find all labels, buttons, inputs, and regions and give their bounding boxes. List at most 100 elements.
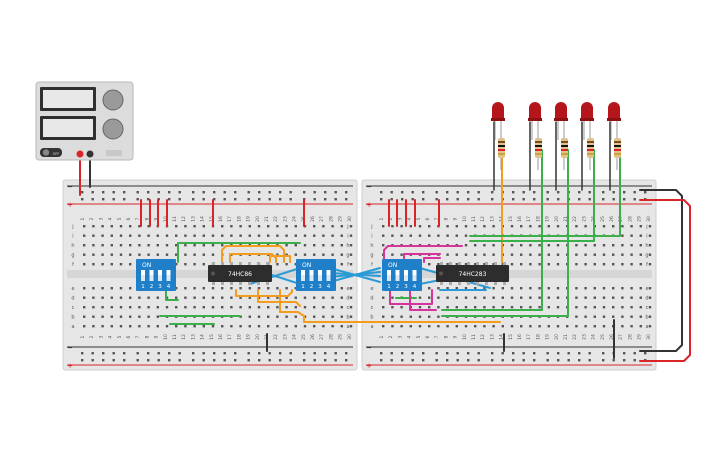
breadboard-hole[interactable]: [547, 244, 550, 247]
breadboard-hole[interactable]: [92, 325, 95, 328]
rail-hole[interactable]: [102, 191, 105, 194]
breadboard-hole[interactable]: [294, 296, 297, 299]
breadboard-hole[interactable]: [257, 287, 261, 290]
breadboard-hole[interactable]: [520, 263, 523, 266]
rail-hole[interactable]: [123, 198, 126, 201]
breadboard-hole[interactable]: [239, 306, 242, 309]
rail-hole[interactable]: [435, 191, 438, 194]
breadboard-hole[interactable]: [83, 234, 86, 237]
breadboard-hole[interactable]: [92, 244, 95, 247]
breadboard-hole[interactable]: [119, 244, 123, 247]
breadboard-hole[interactable]: [129, 325, 132, 328]
breadboard-hole[interactable]: [110, 234, 113, 237]
rail-hole[interactable]: [247, 359, 250, 362]
breadboard-hole[interactable]: [340, 263, 343, 266]
breadboard-hole[interactable]: [221, 244, 224, 247]
breadboard-hole[interactable]: [584, 287, 587, 290]
breadboard-hole[interactable]: [621, 234, 624, 237]
breadboard-hole[interactable]: [464, 306, 468, 309]
breadboard-hole[interactable]: [193, 296, 196, 299]
breadboard-hole[interactable]: [474, 253, 477, 256]
breadboard-hole[interactable]: [322, 325, 325, 328]
breadboard-hole[interactable]: [156, 306, 159, 309]
rail-hole[interactable]: [578, 191, 581, 194]
breadboard-hole[interactable]: [101, 315, 104, 318]
rail-hole[interactable]: [522, 352, 525, 355]
breadboard-hole[interactable]: [239, 234, 242, 237]
breadboard-hole[interactable]: [83, 296, 86, 299]
rail-hole[interactable]: [390, 352, 393, 355]
breadboard-hole[interactable]: [474, 287, 477, 290]
breadboard-hole[interactable]: [520, 244, 523, 247]
breadboard-hole[interactable]: [119, 296, 123, 299]
breadboard-hole[interactable]: [510, 253, 514, 256]
rail-hole[interactable]: [157, 191, 160, 194]
breadboard-hole[interactable]: [409, 225, 412, 228]
breadboard-hole[interactable]: [138, 325, 141, 328]
breadboard-hole[interactable]: [248, 325, 251, 328]
rail-hole[interactable]: [546, 352, 549, 355]
rail-hole[interactable]: [602, 352, 605, 355]
breadboard-hole[interactable]: [202, 296, 205, 299]
breadboard-hole[interactable]: [639, 306, 642, 309]
breadboard-hole[interactable]: [239, 287, 242, 290]
breadboard-hole[interactable]: [202, 263, 205, 266]
breadboard-hole[interactable]: [165, 234, 169, 237]
dip-toggle-lever[interactable]: [309, 275, 314, 281]
breadboard-hole[interactable]: [575, 296, 578, 299]
positive-terminal[interactable]: [76, 150, 84, 158]
breadboard-hole[interactable]: [211, 234, 215, 237]
breadboard-hole[interactable]: [175, 244, 178, 247]
breadboard-hole[interactable]: [129, 234, 132, 237]
wire-orange[interactable]: [221, 245, 285, 263]
breadboard-hole[interactable]: [221, 296, 224, 299]
wire-blue[interactable]: [329, 271, 381, 278]
rail-hole[interactable]: [192, 352, 195, 355]
rail-hole[interactable]: [380, 359, 383, 362]
breadboard-hole[interactable]: [202, 244, 205, 247]
breadboard-hole[interactable]: [584, 225, 587, 228]
rail-hole[interactable]: [401, 359, 404, 362]
breadboard-hole[interactable]: [156, 253, 159, 256]
breadboard-hole[interactable]: [483, 244, 486, 247]
breadboard-hole[interactable]: [101, 325, 104, 328]
rail-hole[interactable]: [268, 191, 271, 194]
breadboard-hole[interactable]: [584, 315, 587, 318]
breadboard-hole[interactable]: [529, 325, 532, 328]
rail-hole[interactable]: [491, 198, 494, 201]
breadboard-hole[interactable]: [464, 225, 468, 228]
breadboard-hole[interactable]: [418, 306, 422, 309]
rail-hole[interactable]: [213, 359, 216, 362]
breadboard-hole[interactable]: [538, 225, 541, 228]
wire-orange[interactable]: [257, 289, 301, 307]
rail-hole[interactable]: [289, 359, 292, 362]
wire-green[interactable]: [165, 289, 179, 301]
breadboard-hole[interactable]: [349, 306, 353, 309]
breadboard-hole[interactable]: [92, 315, 95, 318]
breadboard-hole[interactable]: [331, 225, 334, 228]
breadboard-hole[interactable]: [285, 253, 288, 256]
rail-hole[interactable]: [202, 198, 205, 201]
breadboard-hole[interactable]: [175, 263, 178, 266]
breadboard-hole[interactable]: [285, 306, 288, 309]
breadboard-hole[interactable]: [510, 244, 514, 247]
breadboard-hole[interactable]: [221, 234, 224, 237]
breadboard-hole[interactable]: [529, 263, 532, 266]
breadboard-hole[interactable]: [267, 287, 270, 290]
rail-hole[interactable]: [258, 359, 261, 362]
breadboard-hole[interactable]: [230, 306, 233, 309]
rail-hole[interactable]: [112, 352, 115, 355]
breadboard-hole[interactable]: [119, 234, 123, 237]
rail-hole[interactable]: [213, 352, 216, 355]
breadboard-hole[interactable]: [285, 296, 288, 299]
rail-hole[interactable]: [546, 198, 549, 201]
rail-hole[interactable]: [588, 359, 591, 362]
breadboard-hole[interactable]: [257, 315, 261, 318]
breadboard-hole[interactable]: [221, 306, 224, 309]
breadboard-hole[interactable]: [101, 253, 104, 256]
breadboard-hole[interactable]: [349, 315, 353, 318]
breadboard-hole[interactable]: [621, 315, 624, 318]
rail-hole[interactable]: [313, 352, 316, 355]
rail-hole[interactable]: [123, 359, 126, 362]
breadboard-hole[interactable]: [92, 306, 95, 309]
